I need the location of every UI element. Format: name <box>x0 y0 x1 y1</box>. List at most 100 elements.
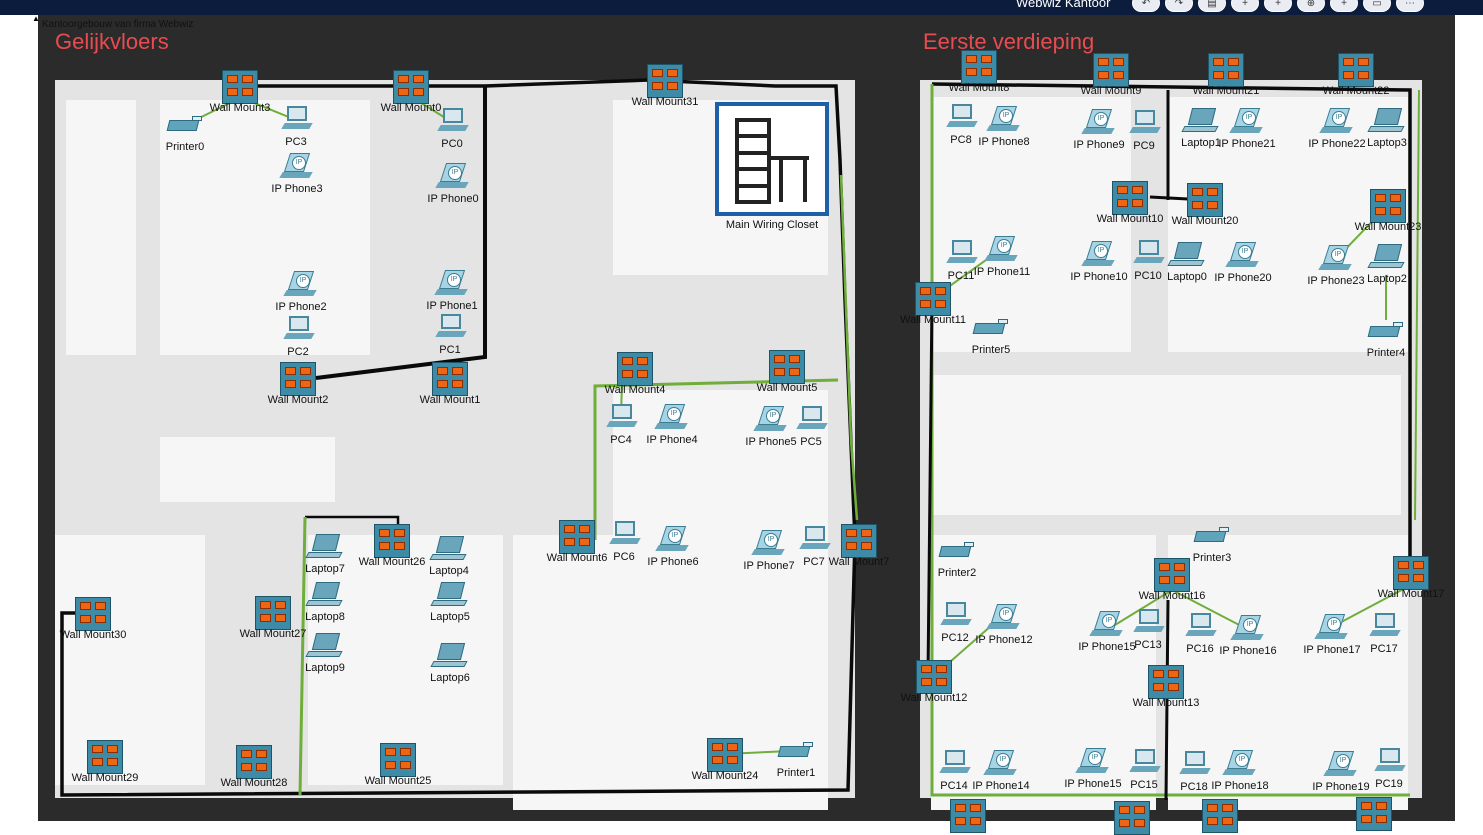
wall-mount-icon <box>950 799 986 833</box>
room-area <box>931 375 1401 515</box>
ip-phone-16-label: IP Phone12 <box>975 634 1033 646</box>
ip-phone-icon: IP <box>983 750 1017 778</box>
ip-phone-6-label: IP Phone6 <box>647 556 699 568</box>
ip-phone-20-label: IP Phone14 <box>972 780 1030 792</box>
cable <box>1329 584 1412 629</box>
pc-16-label: PC14 <box>940 780 968 792</box>
title-bar: Webwiz Kantoor ↶↷▤++⊕+▭⋯ <box>0 0 1483 15</box>
pc-icon <box>1133 240 1165 266</box>
main-wiring-closet[interactable] <box>715 102 829 216</box>
laptop-icon <box>1367 108 1405 134</box>
ip-phone-5-label: IP Phone5 <box>745 436 797 448</box>
wall-mount-icon <box>432 362 468 396</box>
main-wiring-closet-label: Main Wiring Closet <box>725 219 819 231</box>
pc-icon <box>1185 613 1217 639</box>
pc-icon <box>796 406 828 432</box>
pc-icon <box>437 108 469 134</box>
wall-mount-icon <box>841 524 877 558</box>
wall-mount-icon <box>1187 183 1223 217</box>
ip-phone-21-label: IP Phone15 <box>1064 778 1122 790</box>
wall-mount-21-label: Wall Mount20 <box>1171 215 1239 227</box>
wall-mount-23-label: Wall Mount11 <box>899 314 967 326</box>
wall-mount-icon <box>1356 797 1392 831</box>
wall-mount-1-label: Wall Mount0 <box>380 102 442 114</box>
wall-mount-22-label: Wall Mount23 <box>1354 221 1422 233</box>
ip-phone-icon: IP <box>1081 109 1115 137</box>
printer-icon <box>1367 322 1403 338</box>
printer-1-label: Printer1 <box>776 767 816 779</box>
laptop-6-label: Laptop1 <box>1181 137 1221 149</box>
wall-mount-13-label: Wall Mount28 <box>220 777 288 789</box>
pc-5-label: PC5 <box>800 436 822 448</box>
pc-icon <box>281 106 313 132</box>
wall-mount-icon <box>75 597 111 631</box>
room-area <box>55 535 205 785</box>
wall-mount-icon <box>236 745 272 779</box>
pc-18-label: PC18 <box>1180 781 1208 793</box>
ip-phone-icon: IP <box>655 526 689 554</box>
ip-phone-17-label: IP Phone15 <box>1078 641 1136 653</box>
cable <box>839 174 859 521</box>
ip-phone-10-label: IP Phone21 <box>1218 138 1276 150</box>
cable <box>1164 599 1170 801</box>
ip-phone-23-label: IP Phone19 <box>1312 781 1370 793</box>
cable <box>1414 89 1420 521</box>
laptop-3-label: Laptop5 <box>430 611 470 623</box>
ip-phone-icon: IP <box>1081 241 1115 269</box>
wall-mount-icon <box>916 660 952 694</box>
ip-phone-11-label: IP Phone22 <box>1308 138 1366 150</box>
room-area <box>513 535 623 810</box>
wall-mount-icon <box>769 350 805 384</box>
ip-phone-icon: IP <box>654 404 688 432</box>
laptop-0-label: Laptop7 <box>305 563 345 575</box>
wall-mount-icon <box>1154 558 1190 592</box>
pc-14-label: PC16 <box>1186 643 1214 655</box>
room-area <box>931 97 1131 352</box>
ip-phone-icon: IP <box>1314 614 1348 642</box>
wall-mount-icon <box>1202 799 1238 833</box>
wall-mount-icon <box>915 282 951 316</box>
ip-phone-icon: IP <box>279 153 313 181</box>
canvas-caption: Kantoorgebouw van firma Webwiz <box>42 19 194 30</box>
laptop-7-label: Laptop3 <box>1367 137 1407 149</box>
ip-phone-icon: IP <box>434 270 468 298</box>
wall-mount-27-label: Wall Mount13 <box>1132 697 1200 709</box>
wall-mount-2-label: Wall Mount31 <box>631 96 699 108</box>
laptop-icon <box>305 534 343 560</box>
wall-mount-9-label: Wall Mount26 <box>358 556 426 568</box>
laptop-icon <box>1181 108 1219 134</box>
laptop-2-label: Laptop8 <box>305 611 345 623</box>
laptop-icon <box>430 582 468 608</box>
ip-phone-3-label: IP Phone1 <box>426 300 478 312</box>
ip-phone-icon: IP <box>1222 750 1256 778</box>
pc-icon <box>939 750 971 776</box>
pc-8-label: PC8 <box>950 134 972 146</box>
wall-mount-10-label: Wall Mount27 <box>239 628 307 640</box>
cable <box>298 516 307 796</box>
ip-phone-18-label: IP Phone16 <box>1219 645 1277 657</box>
ip-phone-14-label: IP Phone11 <box>973 266 1031 278</box>
room-area <box>160 205 370 335</box>
laptop-1-label: Laptop4 <box>429 565 469 577</box>
pc-3-label: PC1 <box>439 344 461 356</box>
wall-mount-icon <box>374 524 410 558</box>
wall-mount-4-label: Wall Mount1 <box>419 394 481 406</box>
wall-mount-icon <box>87 740 123 774</box>
wall-mount-icon <box>617 352 653 386</box>
wall-mount-25-label: Wall Mount17 <box>1377 588 1445 600</box>
pc-10-label: PC10 <box>1134 270 1162 282</box>
ip-phone-icon: IP <box>435 163 469 191</box>
laptop-icon <box>430 643 468 669</box>
wall-mount-18-label: Wall Mount21 <box>1192 85 1260 97</box>
wall-mount-icon <box>380 743 416 777</box>
laptop-8-label: Laptop0 <box>1167 271 1207 283</box>
ip-phone-icon: IP <box>283 271 317 299</box>
printer-icon <box>938 542 974 558</box>
wall-mount-15-label: Wall Mount24 <box>691 770 759 782</box>
printer-icon <box>777 742 813 758</box>
wall-mount-26-label: Wall Mount12 <box>900 692 968 704</box>
ip-phone-icon: IP <box>986 604 1020 632</box>
laptop-icon <box>305 582 343 608</box>
pc-icon <box>283 316 315 342</box>
wall-mount-icon <box>961 50 997 84</box>
